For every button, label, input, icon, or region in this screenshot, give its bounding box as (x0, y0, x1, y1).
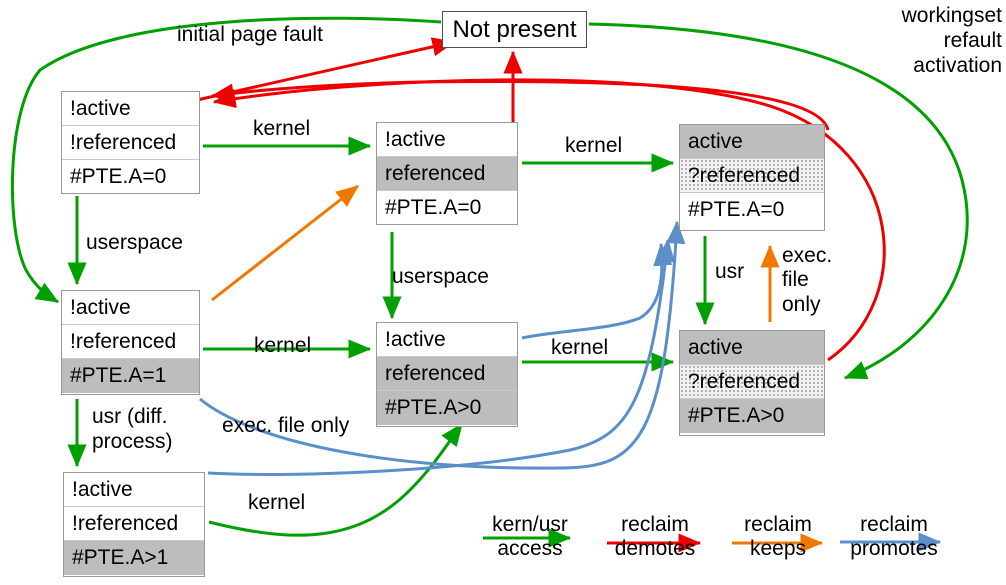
state-cell-pte: #PTE.A=0 (385, 196, 482, 219)
state-cell-pte: #PTE.A=0 (70, 165, 167, 188)
edge-reclaim-keeps-orange-diagonal (211, 184, 359, 302)
label-kernel-1: kernel (253, 117, 311, 140)
legend-item-reclaim-promotes: reclaim promotes (850, 513, 938, 561)
state-cell-pte: #PTE.A>0 (377, 391, 517, 425)
state-cell-active: !active (64, 473, 204, 507)
label-kernel-2: kernel (565, 134, 623, 157)
state-cell-pte: #PTE.A>0 (680, 399, 824, 433)
edge-reclaim-promotes-3 (521, 242, 673, 340)
label-kernel-5: kernel (248, 491, 306, 514)
state-cell-active: active (680, 331, 824, 365)
label-exec-file-only-orange: exec. file only (782, 244, 833, 316)
state-cell-active: !active (62, 291, 199, 325)
state-cell-referenced: !referenced (64, 507, 204, 541)
state-cell-referenced: !referenced (62, 325, 199, 359)
node-active-qref-a0: active ?referenced #PTE.A=0 (679, 124, 825, 231)
state-cell-referenced: !referenced (62, 126, 199, 160)
state-cell-active: !active (377, 123, 517, 157)
state-cell-referenced: ?referenced (680, 365, 824, 399)
legend-item-kern-usr-access: kern/usr access (492, 513, 568, 561)
node-inactive-ref-a0: !active referenced #PTE.A=0 (376, 122, 518, 225)
label-workingset-refault-activation: workingset refault activation (901, 4, 1002, 77)
node-active-qref-agt0: active ?referenced #PTE.A>0 (679, 330, 825, 436)
state-cell-active: !active (377, 323, 517, 357)
edge-kernel-curve-bottom (208, 423, 464, 537)
state-cell-referenced: referenced (377, 357, 517, 391)
label-kernel-4: kernel (551, 336, 609, 359)
label-userspace-2: userspace (392, 265, 489, 288)
state-cell-referenced: referenced (377, 157, 517, 191)
legend-item-reclaim-keeps: reclaim keeps (744, 513, 812, 561)
label-exec-file-only-blue: exec. file only (222, 414, 350, 437)
state-cell-pte: #PTE.A>1 (64, 541, 204, 575)
state-cell-referenced: ?referenced (680, 159, 824, 193)
edge-reclaim-demote-diagonal (196, 37, 456, 102)
state-cell-pte: #PTE.A=0 (688, 198, 785, 221)
node-inactive-unref-agt1: !active !referenced #PTE.A>1 (63, 472, 205, 577)
state-cell-pte: #PTE.A=1 (62, 359, 199, 393)
node-inactive-unref-a1: !active !referenced #PTE.A=1 (61, 290, 200, 395)
label-usr: usr (715, 260, 745, 283)
label-initial-page-fault: initial page fault (177, 23, 323, 46)
node-inactive-ref-agt0: !active referenced #PTE.A>0 (376, 322, 518, 427)
label-kernel-3: kernel (254, 334, 312, 357)
state-cell-active: !active (62, 92, 199, 126)
label-userspace-1: userspace (86, 231, 183, 254)
node-not-present-label: Not present (452, 15, 577, 43)
node-inactive-unref-a0: !active !referenced #PTE.A=0 (61, 91, 200, 194)
state-cell-active: active (680, 125, 824, 159)
node-not-present: Not present (442, 11, 587, 48)
legend-item-reclaim-demotes: reclaim demotes (614, 513, 696, 561)
label-usr-diff-process: usr (diff. process) (92, 405, 173, 453)
